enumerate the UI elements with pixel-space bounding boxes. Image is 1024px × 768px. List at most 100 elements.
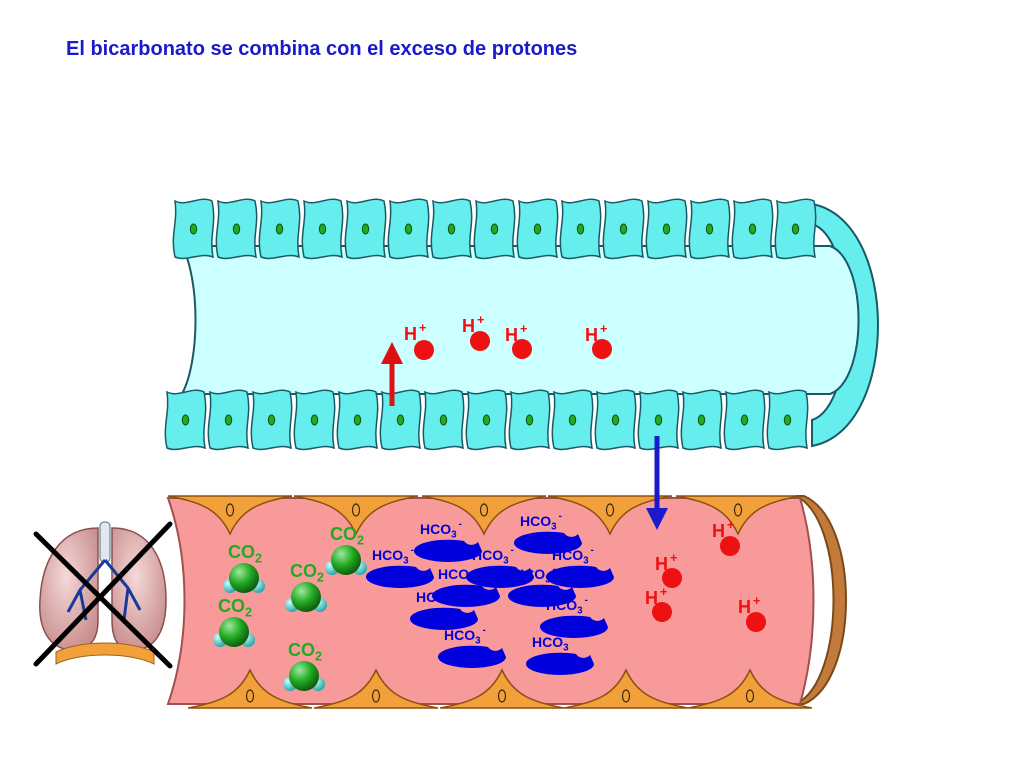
endothelial-cell bbox=[687, 668, 813, 709]
cell-nucleus bbox=[189, 223, 198, 235]
cell-nucleus bbox=[351, 503, 361, 517]
proton-label: H+ bbox=[462, 313, 484, 336]
cell-nucleus bbox=[245, 689, 255, 703]
bicarbonate-label: HCO3- bbox=[420, 519, 462, 541]
endothelium-top-row bbox=[167, 495, 801, 536]
cell-nucleus bbox=[619, 223, 628, 235]
co2-label: CO2 bbox=[290, 561, 324, 585]
cell-nucleus bbox=[497, 689, 507, 703]
tubule-cell bbox=[344, 198, 387, 260]
tubule-cell bbox=[250, 389, 293, 451]
cell-nucleus bbox=[361, 223, 370, 235]
tubule-cell bbox=[465, 389, 508, 451]
cell-nucleus bbox=[605, 503, 615, 517]
bicarbonate: HCO3- bbox=[413, 519, 482, 562]
proton: H+ bbox=[738, 594, 766, 632]
cell-nucleus bbox=[225, 503, 235, 517]
proton-label: H+ bbox=[404, 321, 426, 344]
cell-nucleus bbox=[525, 414, 534, 426]
co2-label: CO2 bbox=[330, 524, 364, 548]
cell-nucleus bbox=[568, 414, 577, 426]
proton: H+ bbox=[505, 322, 532, 359]
cell-nucleus bbox=[748, 223, 757, 235]
co2-molecule: CO2 bbox=[213, 596, 255, 647]
tubule-cell bbox=[688, 198, 731, 260]
bicarbonate: HCO3- bbox=[545, 545, 614, 588]
proton: H+ bbox=[585, 322, 612, 359]
proton-label: H+ bbox=[585, 322, 607, 345]
tubule-cell bbox=[551, 389, 594, 451]
cell-nucleus bbox=[576, 223, 585, 235]
bicarbonate: HCO3- bbox=[365, 545, 434, 588]
bicarbonate-label: HCO3- bbox=[552, 545, 594, 567]
bicarbonate-label: HCO3- bbox=[438, 564, 480, 586]
co2-label: CO2 bbox=[288, 640, 322, 664]
co2-label: CO2 bbox=[218, 596, 252, 620]
cell-nucleus bbox=[371, 689, 381, 703]
endothelial-cell bbox=[439, 668, 565, 709]
cell-nucleus bbox=[224, 414, 233, 426]
bicarbonate-label: HCO3- bbox=[472, 545, 514, 567]
bicarbonate: HCO3- bbox=[431, 564, 500, 607]
tubule-cell bbox=[602, 198, 645, 260]
bicarbonate: HCO3- bbox=[437, 625, 506, 668]
bicarbonate: HCO3- bbox=[539, 595, 608, 638]
endothelial-cell bbox=[187, 668, 313, 709]
tubule-cell bbox=[774, 198, 817, 260]
tubule-cell bbox=[336, 389, 379, 451]
endothelial-cell bbox=[167, 495, 293, 536]
proton: H+ bbox=[404, 321, 434, 360]
tubule-cell bbox=[301, 198, 344, 260]
proton-group: H+H+H+H+H+H+H+H+ bbox=[404, 313, 766, 632]
cell-nucleus bbox=[654, 414, 663, 426]
cell-nucleus bbox=[482, 414, 491, 426]
endothelial-cell bbox=[293, 495, 419, 536]
bicarbonate-group: HCO3-HCO3-HCO3-HCO3-HCO3-HCO3-HCO3-HCO3-… bbox=[365, 511, 614, 675]
tubule-cell bbox=[645, 198, 688, 260]
cell-nucleus bbox=[740, 414, 749, 426]
cell-nucleus bbox=[490, 223, 499, 235]
capillary-back-wall bbox=[795, 495, 847, 705]
bicarbonate: HCO3- bbox=[409, 587, 478, 630]
proton-label: H+ bbox=[645, 585, 667, 608]
proton-label: H+ bbox=[738, 594, 760, 617]
cell-nucleus bbox=[533, 223, 542, 235]
tubule-cell bbox=[258, 198, 301, 260]
tubule-cell bbox=[207, 389, 250, 451]
proton: H+ bbox=[712, 518, 740, 556]
tubule-cell bbox=[516, 198, 559, 260]
tubule-cell bbox=[379, 389, 422, 451]
bicarbonate: HCO3- bbox=[525, 632, 594, 675]
tubule-cell bbox=[293, 389, 336, 451]
cell-nucleus bbox=[396, 414, 405, 426]
cell-nucleus bbox=[404, 223, 413, 235]
proton: H+ bbox=[645, 585, 672, 622]
tubule-cell bbox=[164, 389, 207, 451]
transport-down-arrow bbox=[646, 436, 668, 530]
tubule-cell bbox=[473, 198, 516, 260]
tubule-lumen bbox=[180, 245, 860, 395]
cross-mark-icon bbox=[33, 521, 173, 669]
cell-nucleus bbox=[439, 414, 448, 426]
cell-nucleus bbox=[479, 503, 489, 517]
bicarbonate-label: HCO3- bbox=[372, 545, 414, 567]
endothelial-cell bbox=[421, 495, 547, 536]
tubule-cell bbox=[766, 389, 809, 451]
tubule-cell bbox=[508, 389, 551, 451]
tubule-cell bbox=[430, 198, 473, 260]
endothelial-cell bbox=[563, 668, 689, 709]
bicarbonate: HCO3- bbox=[465, 545, 534, 588]
cell-nucleus bbox=[447, 223, 456, 235]
cell-nucleus bbox=[318, 223, 327, 235]
co2-label: CO2 bbox=[228, 542, 262, 566]
tubule-cell bbox=[594, 389, 637, 451]
tubule-cell bbox=[731, 198, 774, 260]
cell-nucleus bbox=[353, 414, 362, 426]
proton-label: H+ bbox=[505, 322, 527, 345]
co2-molecule: CO2 bbox=[283, 640, 325, 691]
cell-nucleus bbox=[783, 414, 792, 426]
bicarbonate-label: HCO3- bbox=[546, 595, 588, 617]
co2-molecule: CO2 bbox=[325, 524, 367, 575]
cell-nucleus bbox=[733, 503, 743, 517]
